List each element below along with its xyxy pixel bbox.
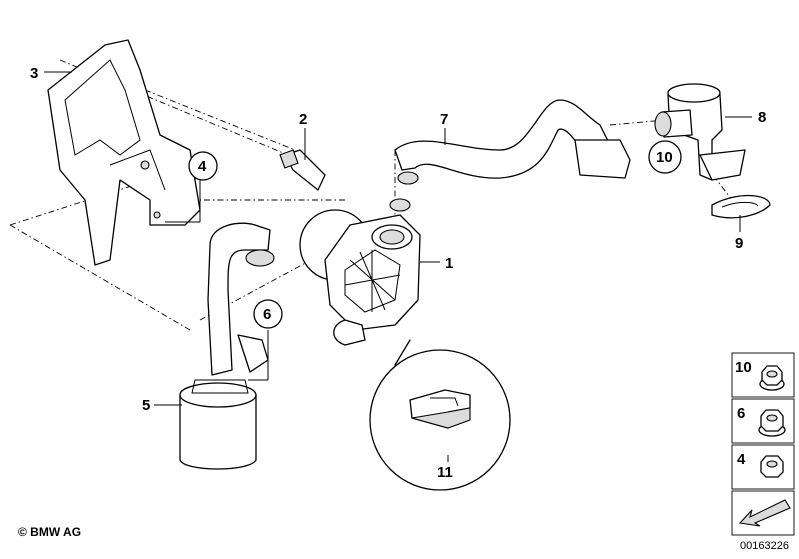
leader-lines: [44, 71, 752, 462]
callout-6-circle: [253, 299, 283, 329]
hex-nut-icon: [760, 455, 784, 478]
callout-3: 3: [30, 65, 38, 82]
nut-collar-icon: [758, 409, 786, 437]
document-id: 00163226: [740, 540, 789, 552]
valve-part: [654, 83, 746, 181]
callout-10: 10: [656, 149, 673, 166]
bracket-nut-4: [165, 180, 201, 223]
callout-10-circle: [648, 140, 682, 174]
callout-4: 4: [198, 158, 207, 175]
copyright-notice: © BMW AG: [18, 525, 82, 539]
callout-9: 9: [735, 235, 743, 252]
sensor-part: [279, 149, 326, 191]
air-hose-part: [394, 99, 631, 185]
nut-flanged-icon: [759, 365, 785, 391]
callout-8: 8: [758, 109, 766, 126]
legend-label-10: 10: [735, 359, 752, 376]
callout-7: 7: [440, 111, 448, 128]
air-pump-part: [299, 198, 421, 346]
intake-hose-part: [179, 222, 275, 470]
detail-bubble: [369, 339, 511, 491]
bracket-nut-6: [248, 330, 269, 381]
arrow-icon: [738, 499, 791, 527]
callout-4-circle: [188, 151, 218, 181]
gasket-part: [711, 194, 771, 219]
callout-6: 6: [263, 306, 271, 323]
legend: 10 6 4: [731, 352, 795, 536]
bracket-part: [47, 39, 201, 266]
callout-1: 1: [445, 255, 453, 272]
legend-label-4: 4: [737, 451, 746, 468]
callout-11: 11: [437, 464, 453, 481]
legend-label-6: 6: [737, 405, 745, 422]
callout-5: 5: [142, 397, 150, 414]
callout-2: 2: [299, 111, 307, 128]
